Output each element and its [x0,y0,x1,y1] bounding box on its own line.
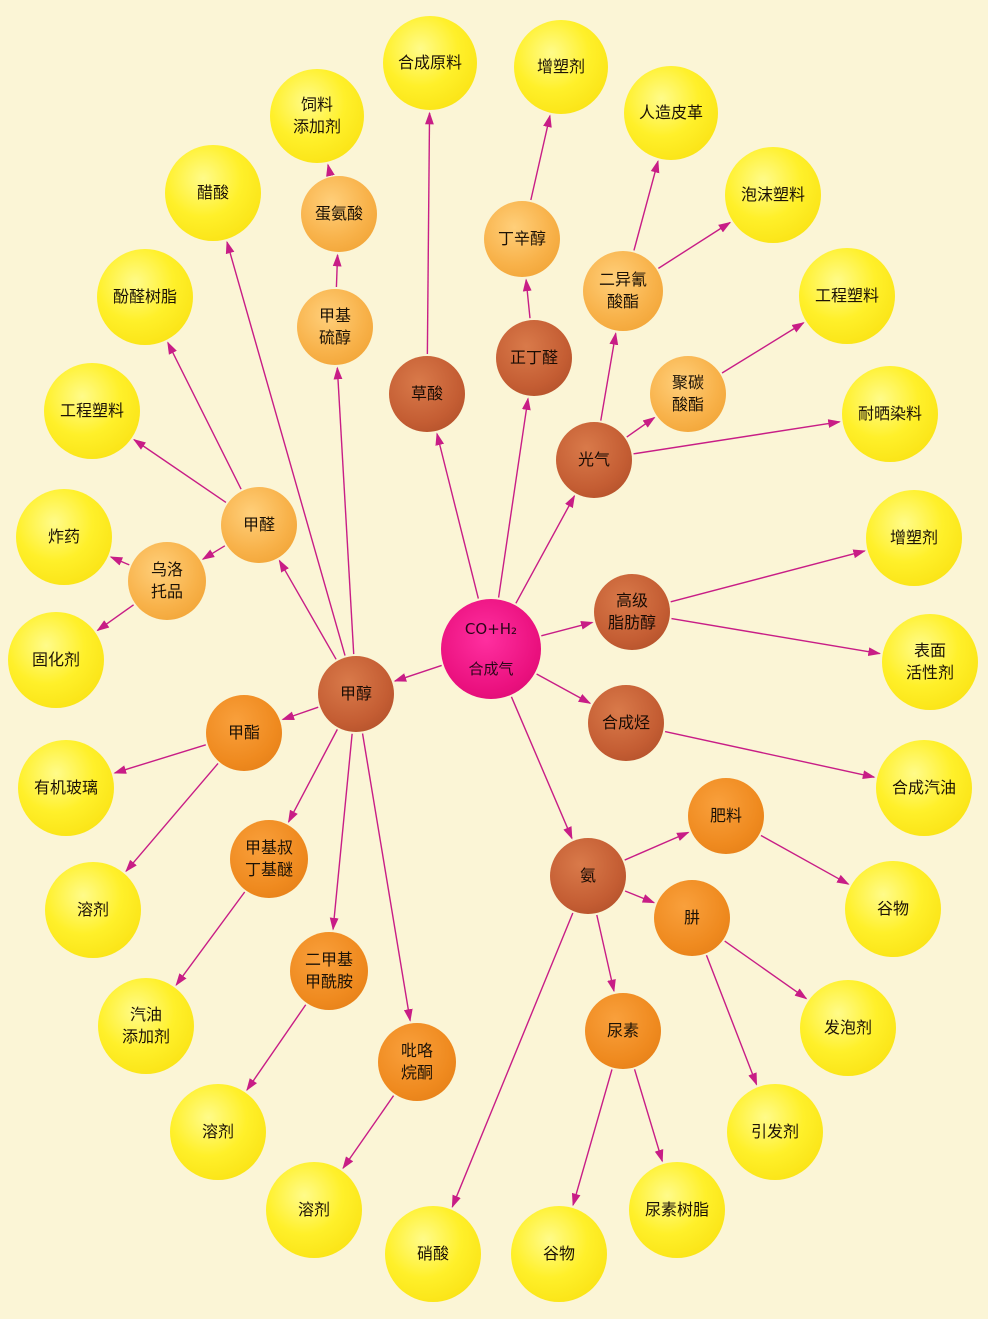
node-butyl-octanol: 丁辛醇 [484,201,560,277]
leaf-foam-plastic: 泡沫塑料 [725,147,821,243]
arrow-n-center-to-n-synthhc [536,673,592,704]
leaf-surfactant: 表面 活性剂 [882,614,978,710]
leaf-plasticizer-top: 增塑剂 [514,20,608,114]
node-ammonia: 氨 [550,838,626,914]
arrow-n-ammonia-to-l-nitric [451,912,574,1208]
leaf-solvent-3: 溶剂 [266,1162,362,1258]
node-fertilizer: 肥料 [688,778,764,854]
arrow-n-methanol-to-n-mtbe [287,729,338,823]
arrow-n-phosgene-to-n-isocy [600,332,619,421]
leaf-curing-agent: 固化剂 [8,612,104,708]
arrow-n-methanol-to-n-mformate [281,706,319,721]
node-mtbe: 甲基叔 丁基醚 [230,820,308,898]
arrow-n-urotrop-to-l-explos [109,556,130,566]
leaf-foaming-agent: 发泡剂 [800,980,896,1076]
leaf-urea-resin: 尿素树脂 [629,1162,725,1258]
node-methionine: 蛋氨酸 [301,176,377,252]
arrow-n-center-to-n-phosgene [515,494,575,604]
node-fatty-alcohol: 高级 脂肪醇 [594,574,670,650]
arrow-n-fert-to-l-grain-r [760,834,850,885]
arrow-n-phosgene-to-n-polyc [626,416,656,438]
arrow-n-octanol-to-l-plast-top [530,114,552,201]
node-methyl-mercaptan: 甲基 硫醇 [297,289,373,365]
arrow-n-isocy-to-l-leather [633,160,660,251]
arrow-n-mmerc-to-n-methion [332,253,342,288]
arrow-n-methanol-to-n-mmerc [333,366,355,655]
node-urea: 尿素 [585,993,661,1069]
node-methanol: 甲醇 [318,656,394,732]
arrow-n-synthhc-to-l-gasol [664,730,876,780]
leaf-artificial-leather: 人造皮革 [624,66,718,160]
node-dmf: 二甲基 甲酰胺 [290,932,368,1010]
arrow-n-methion-to-l-feed [326,163,335,177]
leaf-synthetic-raw-material: 合成原料 [383,16,477,110]
arrow-n-mformate-to-l-glass [113,744,206,774]
arrow-n-center-to-n-butyr [497,397,531,598]
leaf-solvent-2: 溶剂 [170,1084,266,1180]
arrow-n-hydraz-to-l-foaming [724,940,808,1000]
arrow-n-urotrop-to-l-curing [96,604,135,632]
arrow-n-formald-to-l-eng-l [133,439,227,504]
arrow-n-center-to-n-methanol [393,664,442,682]
arrow-n-center-to-n-ammonia [510,696,573,840]
leaf-feed-additive: 饲料 添加剂 [270,69,364,163]
arrow-n-mformate-to-l-solv1 [125,762,219,873]
leaf-grain-right: 谷物 [845,861,941,957]
arrow-n-phosgene-to-l-dye [633,419,841,455]
center-node-syngas: CO+H₂ 合成气 [441,599,541,699]
node-hydrazine: 肼 [654,880,730,956]
leaf-engineering-plastic-left: 工程塑料 [44,363,140,459]
center-formula: CO+H₂ [464,619,518,638]
arrow-n-isocy-to-l-foam [657,221,732,269]
node-polycarbonate: 聚碳 酸酯 [650,356,726,432]
leaf-lightfast-dye: 耐晒染料 [842,366,938,462]
node-pyrrolidone: 吡咯 烷酮 [378,1023,456,1101]
leaf-initiator: 引发剂 [727,1084,823,1180]
leaf-phenolic-resin: 酚醛树脂 [97,249,193,345]
node-formaldehyde: 甲醛 [221,487,297,563]
node-phosgene: 光气 [556,422,632,498]
arrow-n-center-to-n-oxalic [435,432,480,599]
arrow-n-methanol-to-n-dmf [329,733,353,931]
node-diisocyanate: 二异氰 酸酯 [583,251,663,331]
center-label: 合成气 [468,660,514,679]
leaf-engineering-plastic-right: 工程塑料 [799,248,895,344]
arrow-n-urea-to-l-grain-b [571,1069,613,1207]
arrow-n-center-to-n-fatty [541,621,594,637]
arrow-n-oxalic-to-l-rawmat [425,111,434,355]
leaf-solvent-1: 溶剂 [45,862,141,958]
arrow-n-methanol-to-n-pyrrol [361,733,413,1022]
node-oxalic-acid: 草酸 [389,356,465,432]
leaf-organic-glass: 有机玻璃 [18,740,114,836]
leaf-explosive: 炸药 [16,489,112,585]
arrow-n-formald-to-l-phenolic [167,341,242,490]
node-butyraldehyde: 正丁醛 [496,320,572,396]
node-methyl-formate: 甲酯 [206,695,282,771]
arrow-n-formald-to-n-urotrop [201,545,226,560]
arrow-n-ammonia-to-n-urea [596,914,616,993]
arrow-n-polyc-to-l-eng-r [721,322,805,374]
arrow-n-ammonia-to-n-hydraz [624,890,656,904]
arrow-n-mtbe-to-l-gasadd [175,891,246,986]
node-synthetic-hydrocarbon: 合成烃 [588,685,664,761]
arrow-n-methanol-to-l-acetic [225,240,346,656]
leaf-plasticizer-right: 增塑剂 [866,490,962,586]
leaf-nitric-acid: 硝酸 [385,1206,481,1302]
arrow-n-pyrrol-to-l-solv3 [342,1095,395,1170]
arrow-n-butyr-to-n-octanol [522,278,532,319]
leaf-acetic-acid: 醋酸 [165,145,261,241]
leaf-synthetic-gasoline: 合成汽油 [876,740,972,836]
leaf-grain-bottom: 谷物 [511,1206,607,1302]
arrow-n-fatty-to-l-surf [671,617,881,657]
arrow-n-methanol-to-n-formald [278,559,337,660]
arrow-n-hydraz-to-l-init [705,955,758,1086]
arrow-n-fatty-to-l-plast-r [670,549,866,603]
leaf-gasoline-additive: 汽油 添加剂 [98,978,194,1074]
arrow-n-dmf-to-l-solv2 [246,1004,307,1092]
arrow-n-urea-to-l-urearesin [633,1069,664,1163]
node-urotropine: 乌洛 托品 [128,542,206,620]
arrow-n-ammonia-to-n-fert [624,831,690,861]
